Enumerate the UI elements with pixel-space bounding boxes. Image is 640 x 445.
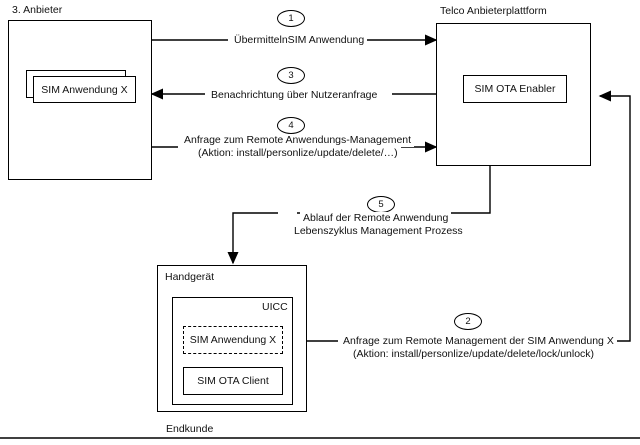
flow-line-step-2-route bbox=[596, 90, 631, 342]
flow-label-step-3-line1: Benachrichtung über Nutzeranfrage bbox=[208, 89, 381, 102]
step-badge-1: 1 bbox=[277, 10, 305, 27]
telco-title: Telco Anbieterplattform bbox=[440, 5, 547, 17]
flow-label-step-2-line2: (Aktion: install/personlize/update/delet… bbox=[350, 348, 598, 361]
telco-enabler-box: SIM OTA Enabler bbox=[463, 75, 567, 103]
flow-label-step-4-line2: (Aktion: install/personlize/update/delet… bbox=[195, 147, 401, 160]
flow-label-step-5-line1: Ablauf der Remote Anwendung bbox=[300, 212, 452, 225]
step-badge-4: 4 bbox=[277, 117, 305, 134]
provider-app-box: SIM Anwendung X bbox=[33, 76, 136, 103]
step-badge-2: 2 bbox=[454, 313, 482, 330]
flow-line-step-5-entry bbox=[227, 212, 278, 265]
step-badge-5: 5 bbox=[367, 196, 395, 213]
step-badge-3: 3 bbox=[277, 67, 305, 84]
flow-label-step-4-line1: Anfrage zum Remote Anwendungs-Management bbox=[181, 134, 415, 147]
uicc-app-box: SIM Anwendung X bbox=[183, 326, 283, 354]
device-title: Handgerät bbox=[165, 271, 215, 283]
flow-label-step-2-line1: Anfrage zum Remote Management der SIM An… bbox=[340, 335, 617, 348]
flow-label-step-1-line1: ÜbermittelnSIM Anwendung bbox=[231, 34, 368, 47]
uicc-client-box: SIM OTA Client bbox=[183, 367, 283, 395]
customer-label: Endkunde bbox=[166, 423, 214, 435]
uicc-label: UICC bbox=[262, 301, 288, 313]
flow-label-step-5-line2: Lebenszyklus Management Prozess bbox=[291, 225, 466, 238]
provider-title: 3. Anbieter bbox=[12, 4, 63, 16]
